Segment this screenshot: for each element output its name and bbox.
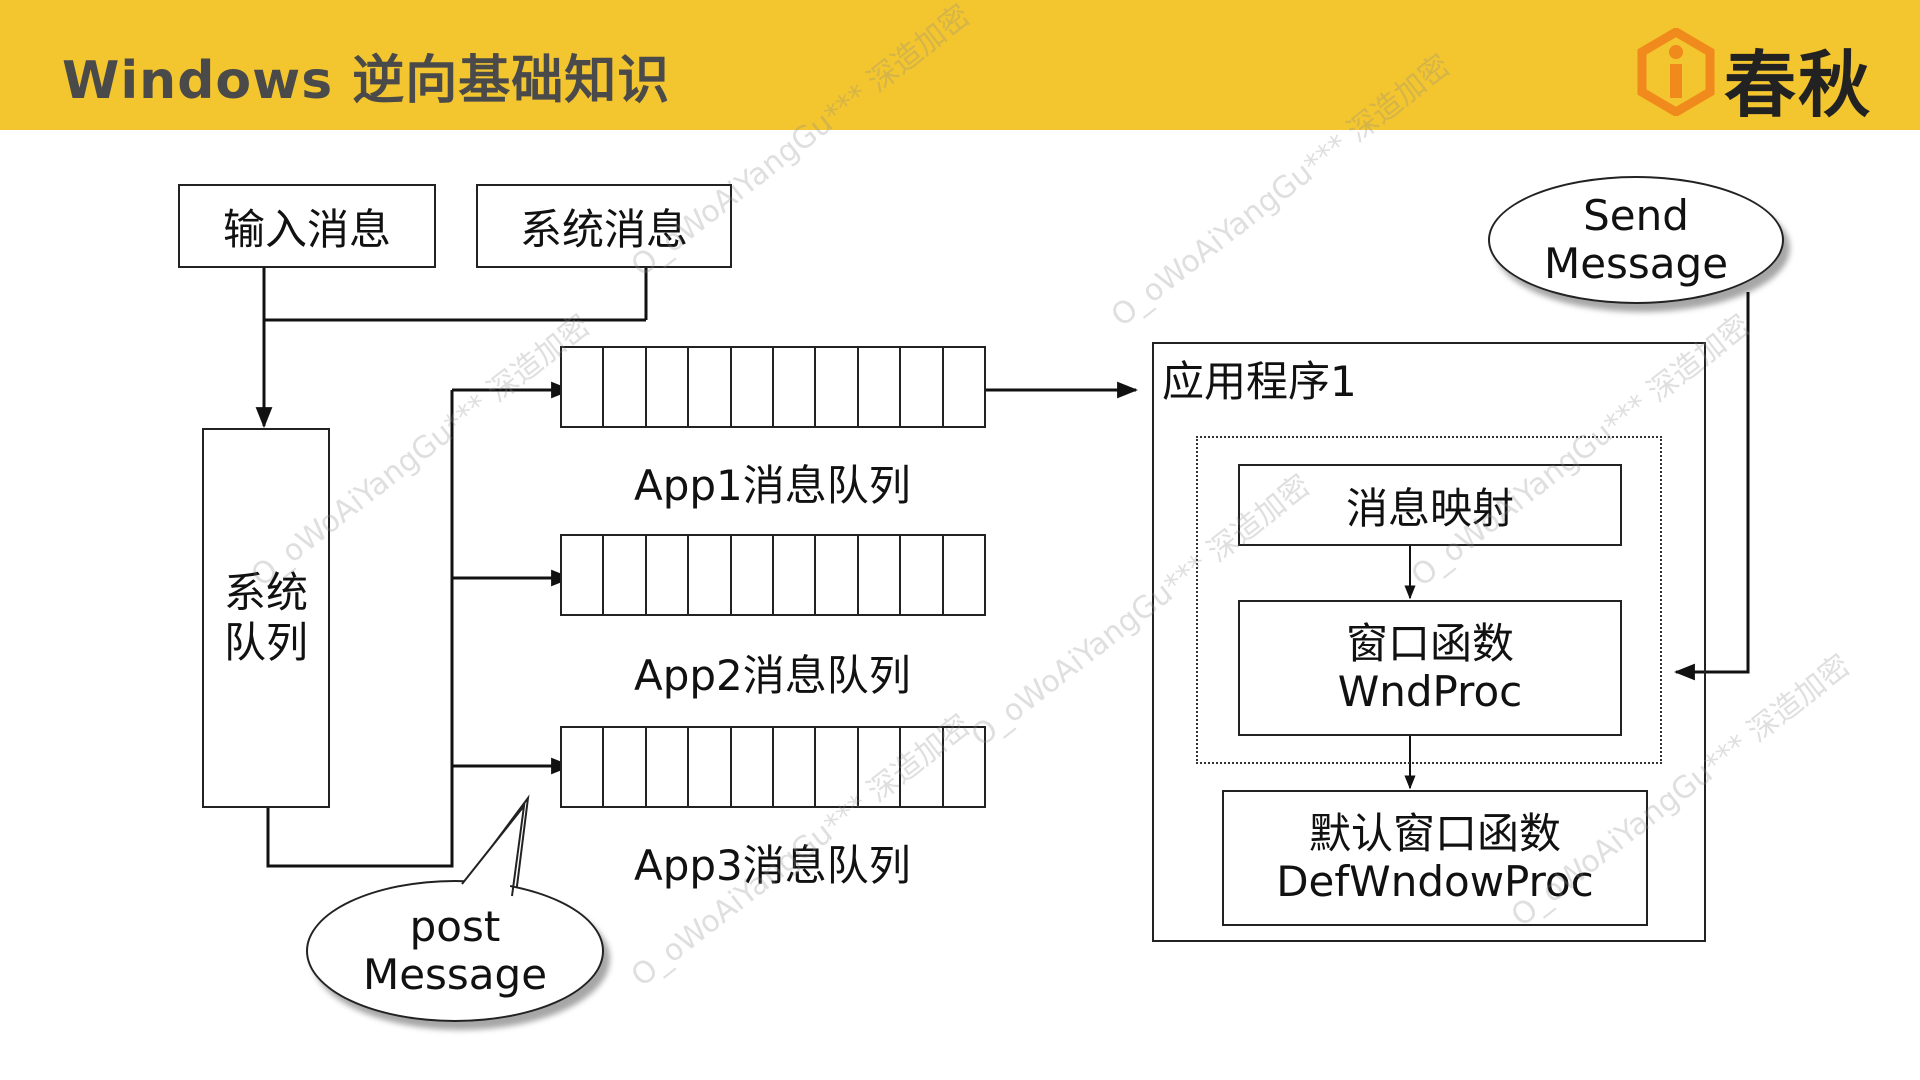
default-proc-label-en: DefWndowProc xyxy=(1276,857,1594,906)
message-map-box: 消息映射 xyxy=(1238,464,1622,546)
system-message-label: 系统消息 xyxy=(519,204,688,254)
wndproc-box: 窗口函数 WndProc xyxy=(1238,600,1622,736)
brand-logo: 春秋 xyxy=(1636,24,1906,127)
system-message-box: 系统消息 xyxy=(476,184,732,268)
system-queue-box: 系统 队列 xyxy=(202,428,330,808)
window-proc-region xyxy=(1196,436,1662,764)
system-queue-label-2: 队列 xyxy=(223,618,308,667)
default-proc-box: 默认窗口函数 DefWndowProc xyxy=(1222,790,1648,926)
post-message-line-1: post xyxy=(409,901,501,951)
app1-queue-label: App1消息队列 xyxy=(634,461,911,510)
logo-mark-icon xyxy=(1637,28,1715,116)
default-proc-label-cn: 默认窗口函数 xyxy=(1308,808,1561,858)
app2-queue-label: App2消息队列 xyxy=(634,651,911,700)
wndproc-label-en: WndProc xyxy=(1337,667,1523,716)
header-bar xyxy=(0,0,1920,130)
input-message-label: 输入消息 xyxy=(222,204,391,254)
app1-queue xyxy=(560,346,986,428)
system-queue-label-1: 系统 xyxy=(223,567,308,617)
send-message-line-1: Send xyxy=(1583,190,1689,240)
app3-queue xyxy=(560,726,986,808)
logo-text: 春秋 xyxy=(1724,43,1873,127)
app3-queue-label: App3消息队列 xyxy=(634,841,911,890)
application-container xyxy=(1152,342,1706,942)
message-map-label: 消息映射 xyxy=(1345,483,1514,533)
app2-queue xyxy=(560,534,986,616)
send-message-callout: Send Message xyxy=(1488,176,1784,304)
send-message-line-2: Message xyxy=(1543,239,1729,288)
application-title: 应用程序1 xyxy=(1162,357,1357,406)
post-message-callout: post Message xyxy=(306,880,604,1022)
post-message-line-2: Message xyxy=(362,950,548,999)
slide-title: Windows 逆向基础知识 xyxy=(62,51,671,111)
input-message-box: 输入消息 xyxy=(178,184,436,268)
wndproc-label-cn: 窗口函数 xyxy=(1345,618,1514,668)
